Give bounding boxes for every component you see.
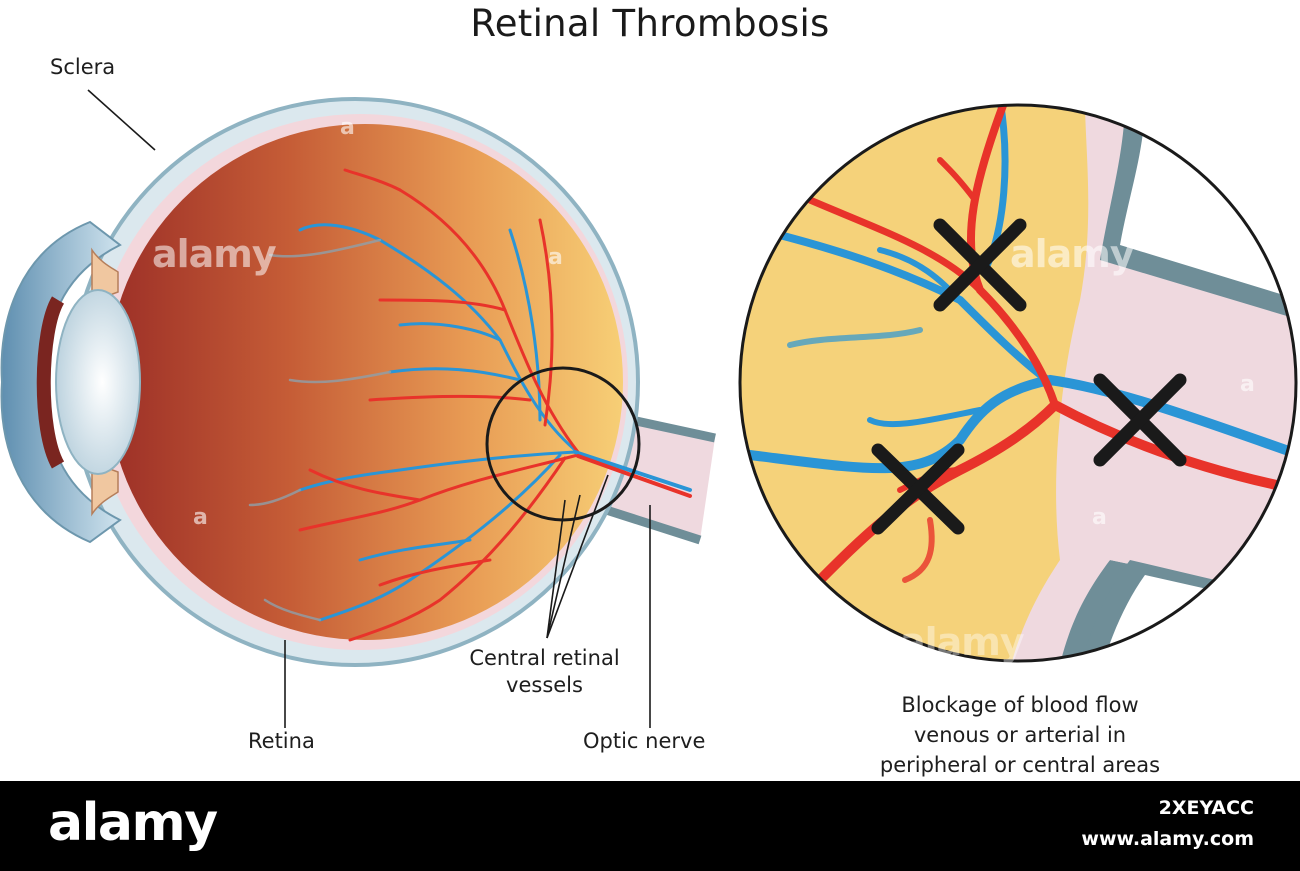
- label-sclera: Sclera: [50, 55, 116, 79]
- label-central-retinal-vessels-line2: vessels: [506, 673, 583, 697]
- anterior-eye: [0, 220, 141, 544]
- footer-bar: alamy 2XEYACC www.alamy.com: [0, 781, 1300, 871]
- label-optic-nerve: Optic nerve: [583, 729, 706, 753]
- diagram-title: Retinal Thrombosis: [470, 2, 830, 45]
- eyeball-interior: [107, 124, 623, 640]
- footer-image-id: 2XEYACC: [1158, 797, 1254, 819]
- watermark-small: a: [193, 505, 208, 530]
- watermark: alamy: [152, 232, 277, 276]
- label-retina: Retina: [248, 729, 315, 753]
- watermark-small: a: [340, 115, 355, 140]
- x-mark-icon: [871, 218, 1187, 535]
- watermark: alamy: [900, 620, 1025, 664]
- zoom-detail: [740, 105, 1296, 661]
- label-blockage-line3: peripheral or central areas: [879, 753, 1161, 777]
- watermark-small: a: [548, 245, 563, 270]
- leader-lines: [87, 89, 651, 728]
- watermark-small: a: [1240, 372, 1255, 397]
- watermark: alamy: [1010, 232, 1135, 276]
- label-blockage-line1: Blockage of blood flow: [901, 693, 1139, 717]
- label-blockage: Blockage of blood flow venous or arteria…: [840, 690, 1200, 780]
- footer-logo: alamy: [48, 793, 218, 853]
- label-central-retinal-vessels: Central retinal vessels: [452, 645, 637, 699]
- zoom-circle-border: [738, 103, 1298, 663]
- retinal-vessels: [248, 168, 692, 642]
- footer-url[interactable]: www.alamy.com: [1081, 828, 1254, 850]
- label-central-retinal-vessels-line1: Central retinal: [469, 646, 620, 670]
- label-blockage-line2: venous or arterial in: [913, 723, 1127, 747]
- watermark-small: a: [1092, 505, 1107, 530]
